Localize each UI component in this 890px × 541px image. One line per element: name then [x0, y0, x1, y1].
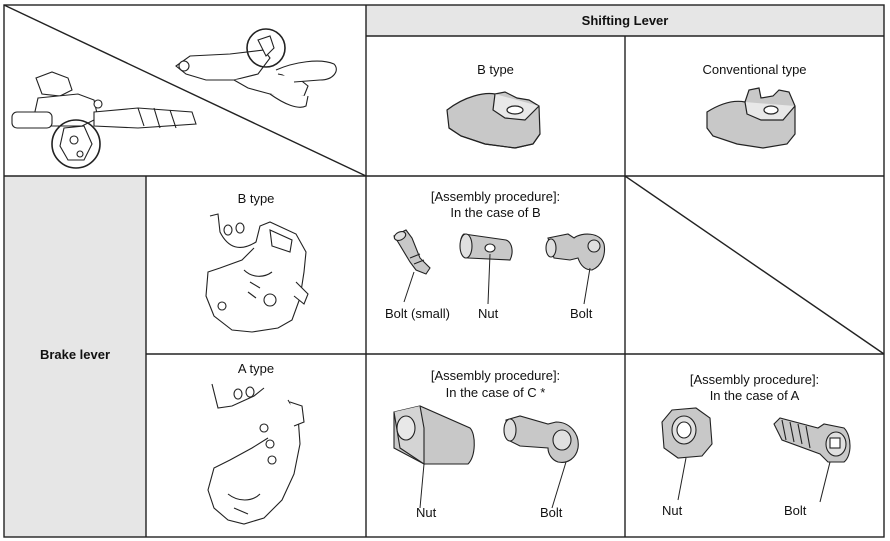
lever-assembly-illustration	[11, 28, 337, 169]
shift-b-type-label: B type	[477, 62, 514, 77]
case-b-nut-label: Nut	[478, 306, 499, 321]
shift-conventional-illustration	[706, 87, 796, 149]
case-a-bolt-label: Bolt	[784, 503, 807, 518]
header-shifting-lever-bg	[366, 5, 884, 36]
case-b-title-line1: [Assembly procedure]:	[430, 189, 561, 204]
brake-b-type-label: B type	[237, 191, 275, 206]
case-b-bolt-label: Bolt	[570, 306, 593, 321]
case-b-nut-drawing	[459, 233, 513, 305]
case-a-nut-label: Nut	[662, 503, 683, 518]
case-c-title-line1: [Assembly procedure]:	[430, 368, 561, 383]
case-a-bolt-drawing	[773, 417, 851, 503]
case-b-bolt-drawing	[545, 233, 606, 305]
shift-conventional-type-label: Conventional type	[702, 62, 807, 77]
brake-lever-row-label-bg	[4, 176, 146, 537]
case-a-title-line1: [Assembly procedure]:	[689, 372, 820, 387]
brake-lever-label: Brake lever	[39, 347, 111, 362]
brake-a-type-label: A type	[237, 361, 275, 376]
case-c-bolt-label: Bolt	[540, 505, 563, 520]
case-b-bolt-small-label: Bolt (small)	[385, 306, 451, 321]
brake-b-type-illustration	[205, 213, 309, 333]
case-b-bolt-small-drawing	[393, 229, 431, 303]
case-c-nut-label: Nut	[416, 505, 437, 520]
case-b-title-line2: In the case of B	[450, 205, 541, 220]
case-c-title-line2: In the case of C *	[445, 385, 546, 400]
case-c-bolt-drawing	[503, 415, 579, 509]
brake-a-type-illustration	[207, 383, 305, 525]
header-shifting-lever: Shifting Lever	[581, 13, 669, 28]
case-a-title-line2: In the case of A	[709, 388, 800, 403]
case-a-nut-drawing	[661, 407, 713, 501]
shift-b-type-illustration	[446, 91, 541, 149]
case-c-nut-drawing	[393, 405, 475, 509]
